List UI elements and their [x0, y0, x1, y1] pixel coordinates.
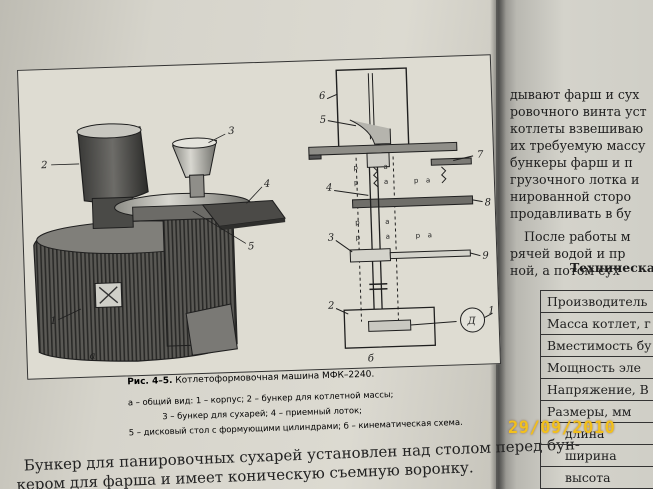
right-line: дывают фарш и сух: [510, 87, 640, 102]
spec-row: Производитель: [540, 290, 653, 313]
svg-text:a: a: [426, 176, 431, 184]
spec-row-label: Масса котлет, г: [540, 312, 653, 335]
spec-row: Вместимость бу: [540, 334, 653, 357]
svg-text:a: a: [428, 231, 433, 239]
label-a-5: 5: [248, 241, 255, 252]
svg-text:p: p: [353, 164, 358, 172]
book-gutter: [490, 0, 506, 489]
label-a-sub: а: [89, 350, 95, 361]
spec-row-label: Мощность эле: [540, 356, 653, 379]
figure-frame: 2 3 4 5 1 а: [16, 54, 502, 380]
label-a-1: 1: [50, 316, 57, 327]
label-b-5: 5: [320, 115, 327, 126]
right-line: продавливать в бу: [510, 206, 632, 221]
svg-text:a: a: [385, 218, 390, 226]
spec-row-label: высота: [540, 466, 653, 489]
view-b-labels: 6 5 7 8 4 3 9 2 1 б: [319, 91, 495, 365]
spec-heading: Техническа: [570, 260, 653, 275]
figure-drawing: 2 3 4 5 1 а: [33, 67, 495, 365]
svg-text:a: a: [384, 178, 389, 186]
figure-number: Рис. 4–5.: [127, 375, 173, 388]
spec-row: ширина: [540, 444, 653, 467]
figure-caption: Рис. 4–5. Котлетоформовочная машина МФК–…: [127, 367, 469, 441]
svg-text:p: p: [355, 219, 360, 227]
label-a-2: 2: [40, 160, 48, 171]
label-b-6: 6: [319, 91, 326, 102]
right-line: их требуемую массу: [510, 138, 646, 153]
svg-text:p: p: [416, 232, 421, 240]
label-b-4: 4: [325, 183, 333, 194]
spec-row-label: Производитель: [540, 290, 653, 313]
spec-row: Напряжение, В: [540, 378, 653, 401]
svg-text:a: a: [383, 163, 388, 171]
spec-row-label: Вместимость бу: [540, 334, 653, 357]
label-b-9: 9: [482, 250, 489, 261]
right-line: ровочного винта уст: [510, 104, 647, 119]
right-body-text: дывают фарш и сух ровочного винта уст ко…: [510, 86, 647, 279]
svg-text:a: a: [386, 233, 391, 241]
right-line: ной, а потом сух: [510, 263, 620, 278]
motor-label: Д: [466, 316, 476, 327]
spec-row: высота: [540, 466, 653, 489]
right-line: рячей водой и пр: [510, 246, 626, 261]
label-b-sub: б: [368, 353, 375, 364]
date-stamp: 29/09/2010: [508, 418, 616, 438]
spec-row: Мощность эле: [540, 356, 653, 379]
svg-text:p: p: [356, 234, 361, 242]
right-line: грузочного лотка и: [510, 172, 640, 187]
label-b-8: 8: [484, 197, 491, 208]
motor-circle: [460, 307, 486, 333]
label-b-1: 1: [488, 305, 495, 316]
right-line: бункеры фарш и п: [510, 155, 633, 170]
label-b-7: 7: [477, 150, 484, 161]
spec-row-label: ширина: [540, 444, 653, 467]
svg-text:p: p: [414, 177, 419, 185]
label-a-3: 3: [228, 126, 235, 137]
label-b-2: 2: [327, 301, 335, 312]
label-a-4: 4: [263, 179, 271, 190]
right-line: После работы м: [524, 229, 631, 244]
label-b-3: 3: [328, 233, 335, 244]
svg-text:p: p: [354, 179, 359, 187]
right-line: котлеты взвешиваю: [510, 121, 644, 136]
view-a-machine: 2 3 4 5 1 а: [33, 123, 286, 362]
spec-row: Масса котлет, г: [540, 312, 653, 335]
spec-row-label: Напряжение, В: [540, 378, 653, 401]
right-line: нированной сторо: [510, 189, 632, 204]
